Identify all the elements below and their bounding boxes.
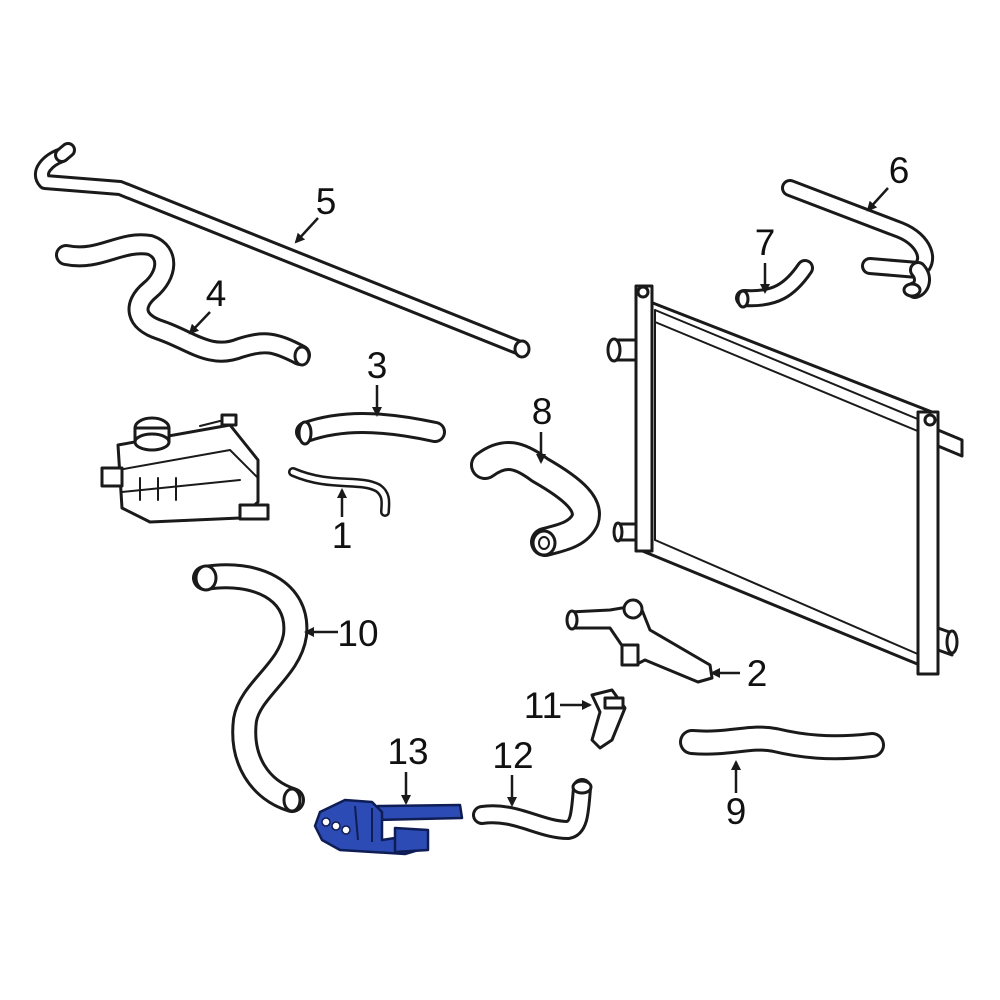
callout-7: 7 [755,222,776,263]
callout-10: 10 [337,613,378,654]
part-10-hose[interactable] [192,563,309,813]
coolant-reservoir[interactable] [100,413,270,524]
part-11-sensor[interactable] [590,688,627,750]
part-3-hose[interactable] [295,412,446,446]
callout-2: 2 [747,653,768,694]
callout-1: 1 [332,515,353,556]
part-4-hose[interactable] [55,233,311,367]
callout-5: 5 [316,181,337,222]
part-1-hose[interactable] [288,467,391,517]
leader-lines [188,187,889,807]
part-6-hose[interactable] [781,179,935,299]
part-9-hose[interactable] [679,725,885,761]
part-8-hose[interactable] [470,440,601,557]
callout-12: 12 [492,735,533,776]
callout-labels: 1 2 3 4 5 6 7 8 9 10 11 12 13 [206,150,910,832]
part-12-hose[interactable] [472,778,593,840]
part-7-hose[interactable] [735,259,814,309]
callout-4: 4 [206,273,227,314]
part-2-fitting[interactable] [565,598,714,684]
callout-11: 11 [524,685,562,726]
part-5-heater-pipe[interactable] [34,142,531,359]
radiator[interactable] [606,284,964,676]
callout-9: 9 [726,791,747,832]
part-13-connector[interactable] [313,798,464,856]
callout-13: 13 [387,731,428,772]
callout-6: 6 [889,150,910,191]
callout-3: 3 [367,345,388,386]
callout-8: 8 [532,391,553,432]
